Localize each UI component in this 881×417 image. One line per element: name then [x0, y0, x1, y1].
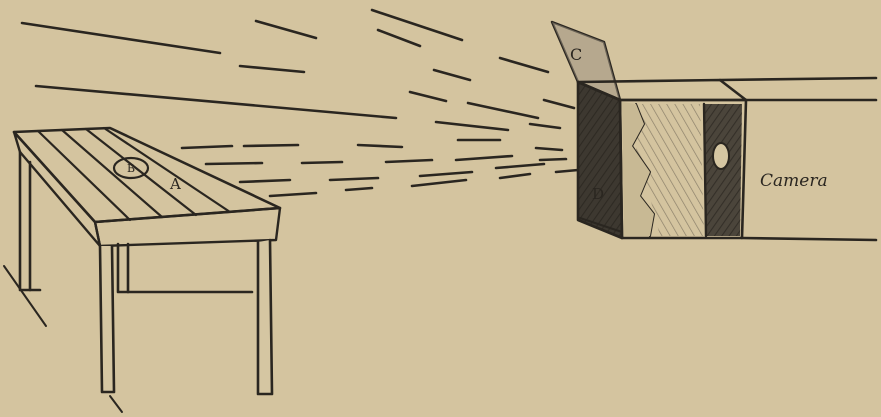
- camera-label: Camera: [760, 171, 828, 191]
- object-b-label: B: [127, 162, 135, 175]
- box-d-label: D: [592, 185, 604, 203]
- box-left-hatch: [578, 82, 622, 238]
- table-label-a: A: [169, 175, 181, 193]
- flap-c-label: C: [570, 45, 582, 64]
- box-inner-hatch: [704, 104, 742, 236]
- lens-hole: [713, 143, 729, 169]
